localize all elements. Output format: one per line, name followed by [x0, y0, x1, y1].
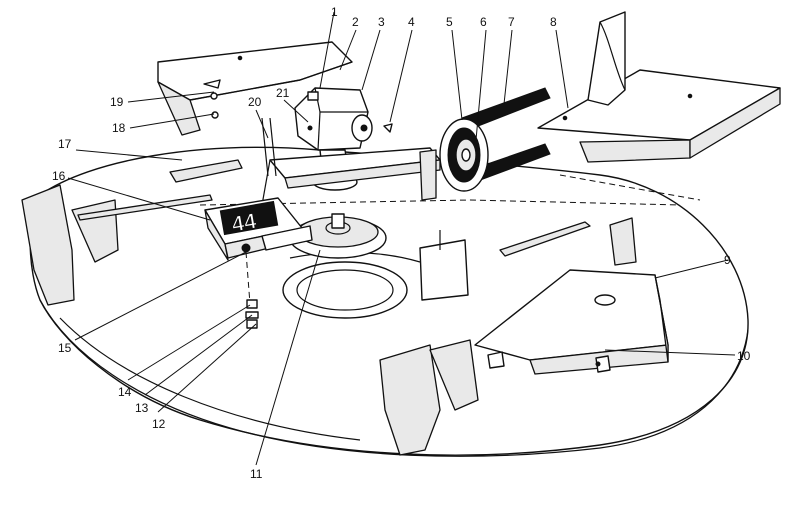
callout-5: 5	[446, 15, 453, 29]
vent-plug	[307, 91, 319, 101]
left-baffle	[21, 184, 75, 306]
spindle-pulley	[289, 213, 387, 259]
deck-mount-bracket	[419, 239, 469, 301]
callout-15: 15	[58, 341, 72, 355]
callout-20: 20	[248, 95, 262, 109]
callout-14: 14	[118, 385, 132, 399]
mounting-bracket	[261, 147, 441, 206]
callout-19: 19	[110, 95, 124, 109]
callout-13: 13	[135, 401, 149, 415]
callout-1: 1	[331, 5, 338, 19]
callout-4: 4	[408, 15, 415, 29]
leader-lines	[67, 11, 736, 466]
deck-rail	[499, 221, 591, 257]
callout-12: 12	[152, 417, 166, 431]
callout-11: 11	[250, 467, 263, 481]
callout-3: 3	[378, 15, 385, 29]
callout-16: 16	[52, 169, 66, 183]
callout-21: 21	[276, 86, 290, 100]
callout-18: 18	[112, 121, 126, 135]
callout-10: 10	[737, 349, 751, 363]
callout-8: 8	[550, 15, 557, 29]
top-shield	[537, 11, 781, 163]
right-baffle-front	[379, 344, 441, 456]
idler-bracket-plate: 44	[169, 117, 313, 261]
plate-label: 44	[230, 208, 259, 237]
small-hardware	[203, 79, 393, 133]
callout-2: 2	[352, 15, 359, 29]
callout-6: 6	[480, 15, 487, 29]
callout-17: 17	[58, 137, 72, 151]
belt-cover	[157, 41, 353, 136]
callout-numbers: 1 2 3 4 5 6 7 8 9 10 11 12 13 14 15 16 1…	[52, 5, 751, 481]
callout-9: 9	[724, 253, 731, 267]
spindle-cover	[474, 269, 669, 375]
pulley-and-belt	[439, 87, 551, 192]
callout-7: 7	[508, 15, 515, 29]
